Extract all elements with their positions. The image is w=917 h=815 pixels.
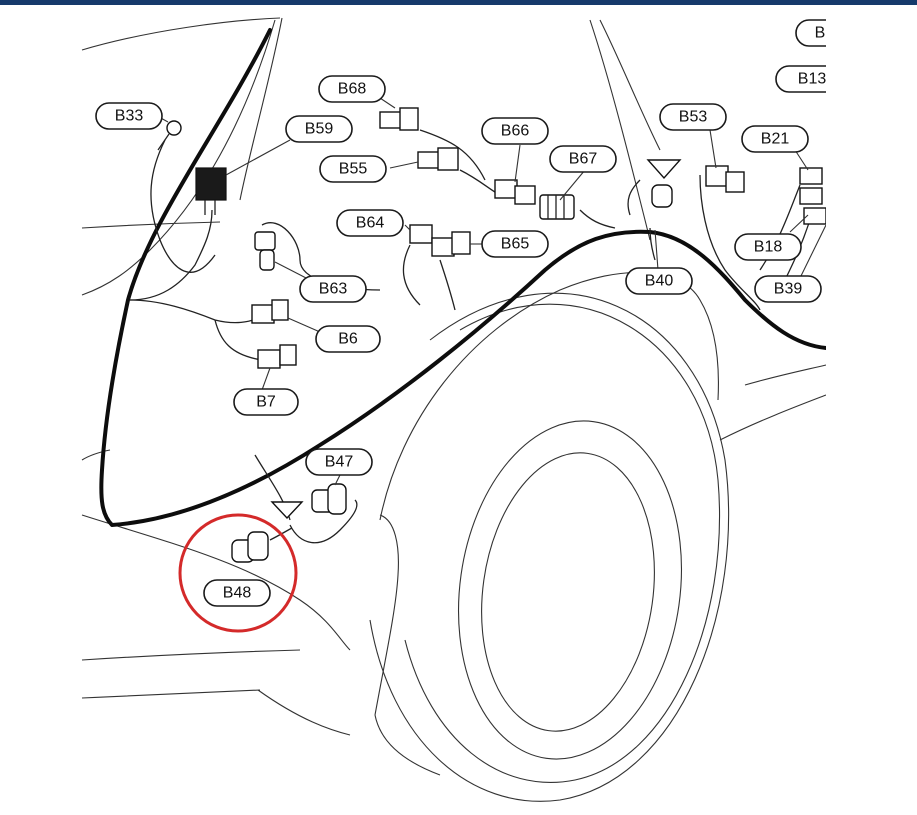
connector-icon: [539, 194, 575, 220]
label-b7-text: B7: [256, 394, 276, 411]
label-b13: B13: [775, 65, 843, 93]
right-margin: [826, 5, 917, 815]
ring-terminal-icon: [166, 120, 182, 136]
main-harness: [99, 28, 828, 527]
label-b64: B64: [336, 209, 404, 237]
label-b66-text: B66: [501, 123, 530, 140]
connector-icon: [417, 151, 441, 169]
label-b67: B67: [549, 145, 617, 173]
grommet-icon: [270, 501, 304, 520]
bulb-socket-icon: [254, 231, 276, 251]
label-b-top-text: B: [815, 25, 826, 42]
label-b59-text: B59: [305, 121, 334, 138]
connector-icon: [494, 179, 518, 199]
label-b6: B6: [315, 325, 381, 353]
label-b68: B68: [318, 75, 386, 103]
label-b63: B63: [299, 275, 367, 303]
label-b40-text: B40: [645, 273, 674, 290]
label-b21: B21: [741, 125, 809, 153]
label-b33: B33: [95, 102, 163, 130]
connector-parts: [157, 107, 827, 563]
label-b65: B65: [481, 230, 549, 258]
label-b53: B53: [659, 103, 727, 131]
relay-icon: [195, 167, 227, 201]
label-b39: B39: [754, 275, 822, 303]
label-b7: B7: [233, 388, 299, 416]
label-b18: B18: [734, 233, 802, 261]
label-b39-text: B39: [774, 281, 803, 298]
connector-icon: [257, 349, 281, 369]
connector-icon: [799, 167, 823, 185]
connector-icon: [705, 165, 729, 187]
label-b33-text: B33: [115, 108, 144, 125]
label-b6-text: B6: [338, 331, 358, 348]
label-b21-text: B21: [761, 131, 790, 148]
connector-icon: [379, 111, 403, 129]
vehicle-body-outline: [81, 17, 827, 776]
connector-icon: [409, 224, 433, 244]
label-b47-text: B47: [325, 454, 354, 471]
label-b63-text: B63: [319, 281, 348, 298]
leader-lines: [149, 97, 827, 486]
front-wheel: [369, 271, 730, 802]
label-b64-text: B64: [356, 215, 385, 232]
label-b18-text: B18: [754, 239, 783, 256]
label-b66: B66: [481, 117, 549, 145]
label-b59: B59: [285, 115, 353, 143]
top-bar: [0, 0, 917, 5]
label-b48: B48: [203, 579, 271, 607]
label-b40: B40: [625, 267, 693, 295]
label-b48-text: B48: [223, 585, 252, 602]
label-b55: B55: [319, 155, 387, 183]
label-b65-text: B65: [501, 236, 530, 253]
connector-icon: [251, 304, 275, 324]
label-b55-text: B55: [339, 161, 368, 178]
label-b67-text: B67: [569, 151, 598, 168]
label-b47: B47: [305, 448, 373, 476]
label-b13-text: B13: [798, 71, 827, 88]
label-b53-text: B53: [679, 109, 708, 126]
highlight-circle: [178, 513, 298, 633]
grommet-icon: [646, 159, 682, 180]
connector-icon: [431, 237, 455, 257]
label-b68-text: B68: [338, 81, 367, 98]
